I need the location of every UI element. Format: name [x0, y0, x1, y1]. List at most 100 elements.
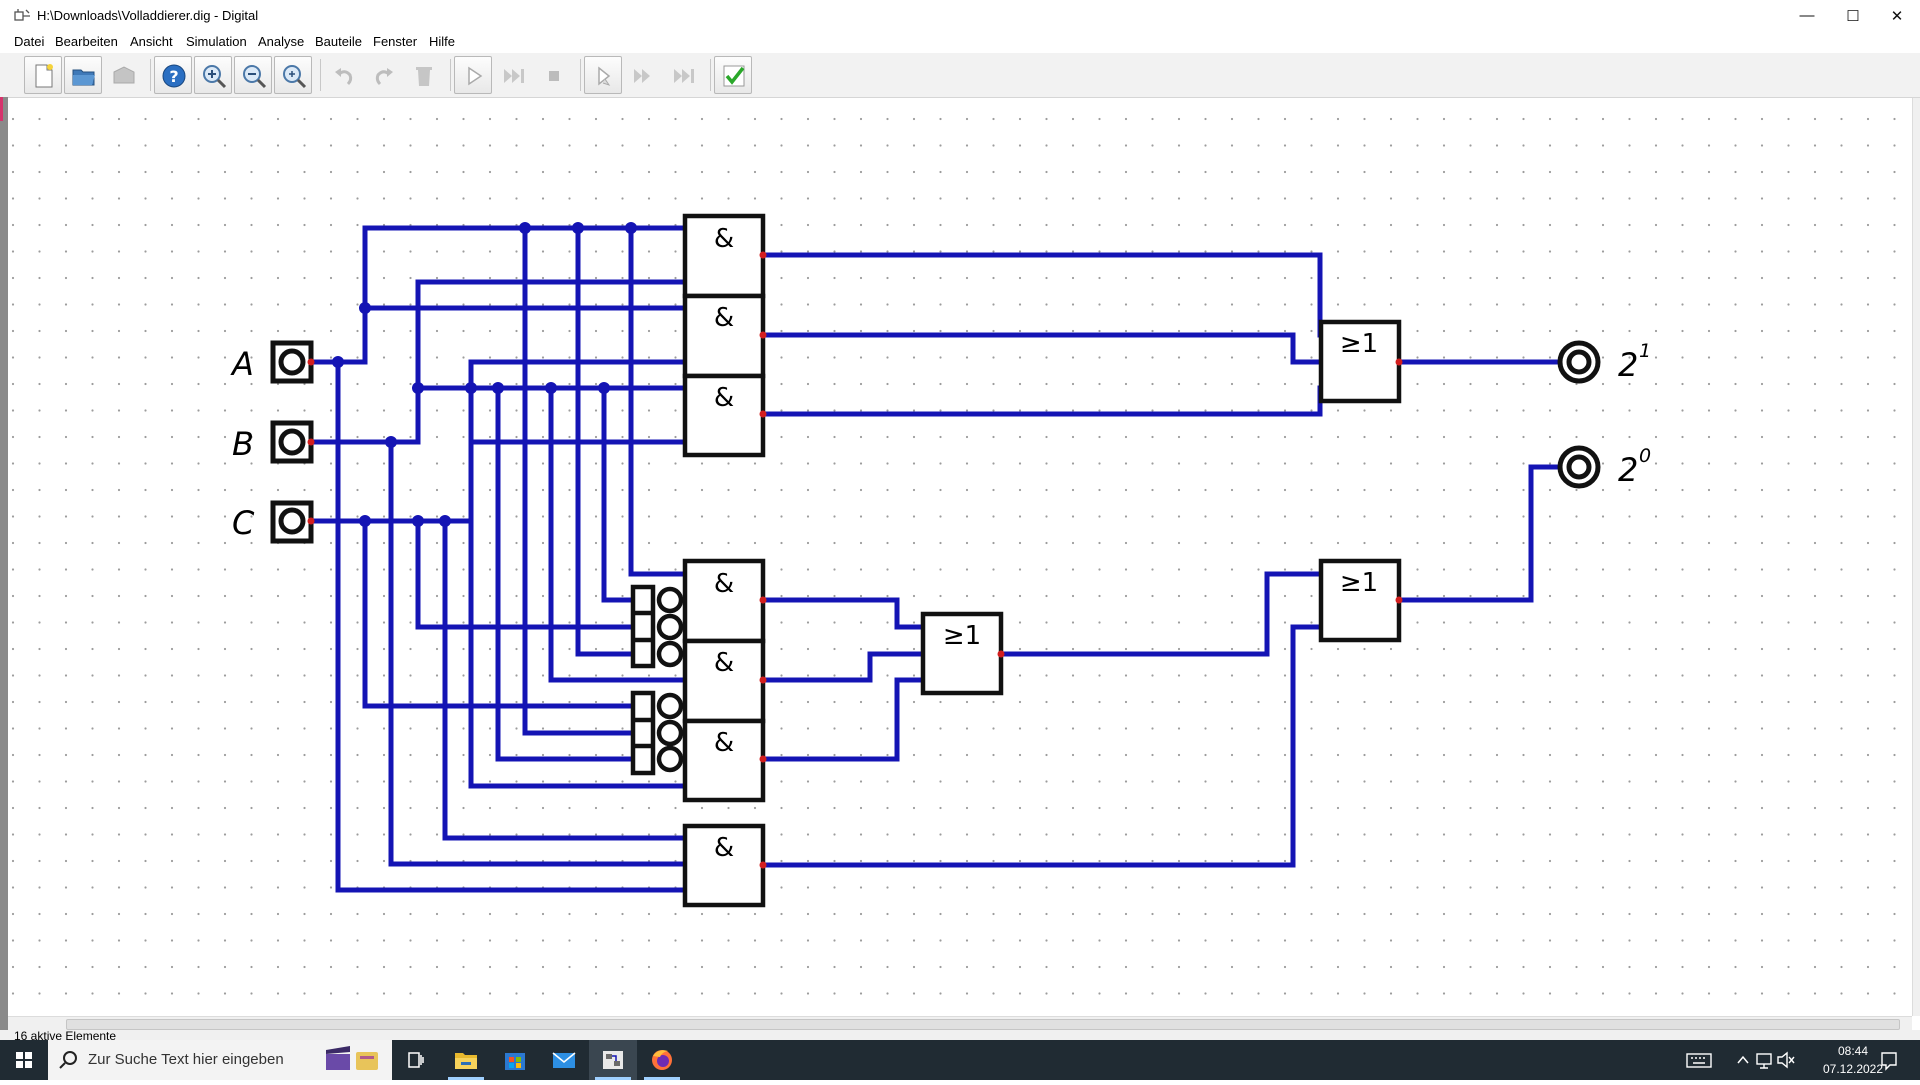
redo-button[interactable] [364, 56, 402, 94]
chevron-up-icon[interactable] [1733, 1040, 1753, 1080]
delete-icon [416, 67, 432, 86]
stop-button[interactable] [534, 56, 572, 94]
menu-simulation[interactable]: Simulation [186, 34, 247, 49]
file-explorer-icon [455, 1053, 477, 1069]
taskbar-mail[interactable] [540, 1040, 588, 1080]
check-button[interactable] [714, 56, 752, 94]
wire-junction-13 [598, 382, 610, 394]
wire-junction-1 [332, 356, 344, 368]
or-gate-sum-inner[interactable] [920, 611, 1004, 696]
zoom-in-icon [203, 65, 227, 89]
taskbar-file-explorer[interactable] [442, 1040, 490, 1080]
or-symbol: ≥1 [943, 621, 981, 651]
menu-datei[interactable]: Datei [14, 34, 45, 49]
network-icon[interactable] [1753, 1040, 1775, 1080]
and-symbol: & [714, 833, 734, 863]
save-button[interactable] [104, 56, 142, 94]
wire-5 [388, 439, 688, 867]
wire-11 [442, 518, 688, 841]
and-gate-sum-4[interactable] [682, 823, 766, 908]
clock-time[interactable]: 08:44 [1837, 1044, 1869, 1058]
taskbar-digital-app[interactable] [589, 1040, 637, 1080]
input-a[interactable]: A [230, 340, 314, 384]
left-panel-edge [0, 97, 8, 1037]
wire-junction-7 [439, 515, 451, 527]
menu-bearbeiten[interactable]: Bearbeiten [55, 34, 118, 49]
left-panel-accent [0, 97, 3, 121]
horizontal-scrollbar[interactable] [8, 1016, 1912, 1031]
and-gate-carry-3[interactable] [682, 373, 766, 458]
task-view-icon [408, 1052, 424, 1068]
fast-forward-button[interactable] [494, 56, 532, 94]
close-button[interactable]: ✕ [1890, 7, 1904, 25]
and-symbol: & [714, 383, 734, 413]
input-c[interactable]: C [232, 500, 314, 544]
step-button[interactable] [584, 56, 622, 94]
wire-junction-3 [359, 515, 371, 527]
search-icon [59, 1051, 77, 1069]
undo-icon [335, 68, 353, 86]
digital-app-icon [603, 1051, 623, 1069]
wire-junction-9 [492, 382, 504, 394]
zoom-out-icon [243, 65, 267, 89]
start-button[interactable] [0, 1040, 48, 1080]
step-forward-button[interactable] [624, 56, 662, 94]
pin-marker-4 [759, 251, 767, 259]
menu-bar: Datei Bearbeiten Ansicht Simulation Anal… [0, 31, 1920, 53]
inverted-inputs-group-2 [630, 690, 684, 776]
clapperboard-icon [326, 1046, 378, 1070]
vertical-scrollbar[interactable] [1912, 98, 1920, 1016]
keyboard-icon[interactable] [1684, 1040, 1714, 1080]
speaker-muted-icon[interactable] [1775, 1040, 1797, 1080]
taskbar-search[interactable]: Zur Suche Text hier eingeben [48, 1040, 392, 1080]
wire-24 [760, 651, 926, 683]
output-label-base: 2 [1618, 346, 1638, 384]
taskbar-store[interactable] [491, 1040, 539, 1080]
taskbar: Zur Suche Text hier eingeben [0, 1040, 1920, 1080]
menu-analyse[interactable]: Analyse [258, 34, 305, 49]
menu-hilfe[interactable]: Hilfe [429, 34, 456, 49]
wire-13 [522, 225, 636, 736]
wire-18 [601, 385, 636, 603]
notification-icon[interactable] [1874, 1040, 1904, 1080]
pin-marker-5 [759, 331, 767, 339]
pin-marker-13 [1395, 596, 1403, 604]
pin-marker-10 [759, 861, 767, 869]
pin-marker-8 [759, 676, 767, 684]
zoom-out-button[interactable] [234, 56, 272, 94]
zoom-fit-button[interactable] [274, 56, 312, 94]
minimize-button[interactable]: — [1799, 7, 1815, 24]
output-label-exponent: 1 [1639, 340, 1651, 362]
and-gate-carry-1[interactable] [682, 213, 766, 299]
wire-3 [335, 359, 688, 893]
maximize-button[interactable]: ☐ [1846, 7, 1860, 25]
step-end-button[interactable] [664, 56, 702, 94]
run-button[interactable] [454, 56, 492, 94]
task-view-button[interactable] [392, 1040, 440, 1080]
new-button[interactable] [24, 56, 62, 94]
taskbar-firefox[interactable] [638, 1040, 686, 1080]
undo-button[interactable] [324, 56, 362, 94]
output-carry: 2 1 [1557, 340, 1651, 384]
pin-marker-11 [997, 650, 1005, 658]
clock-date[interactable]: 07.12.2022 [1822, 1062, 1884, 1076]
menu-fenster[interactable]: Fenster [373, 34, 418, 49]
step-forward-icon [634, 69, 650, 83]
help-button[interactable]: ? [154, 56, 192, 94]
wire-junctions [332, 222, 637, 527]
stop-icon [549, 71, 559, 81]
fast-forward-icon [504, 69, 524, 83]
input-b[interactable]: B [232, 420, 314, 464]
input-label-c: C [232, 504, 255, 542]
menu-ansicht[interactable]: Ansicht [130, 34, 173, 49]
circuit-canvas[interactable]: & & & & & & & ≥1 ≥1 ≥1 A B C 2 1 2 0 [8, 98, 1912, 1016]
horizontal-scroll-thumb[interactable] [66, 1019, 1900, 1030]
open-button[interactable] [64, 56, 102, 94]
and-gate-sum-1[interactable] [682, 558, 766, 644]
zoom-in-button[interactable] [194, 56, 232, 94]
pin-marker-1 [307, 358, 315, 366]
wire-junction-5 [412, 382, 424, 394]
output-label-exponent: 0 [1639, 445, 1651, 467]
delete-button[interactable] [404, 56, 442, 94]
menu-bauteile[interactable]: Bauteile [315, 34, 362, 49]
